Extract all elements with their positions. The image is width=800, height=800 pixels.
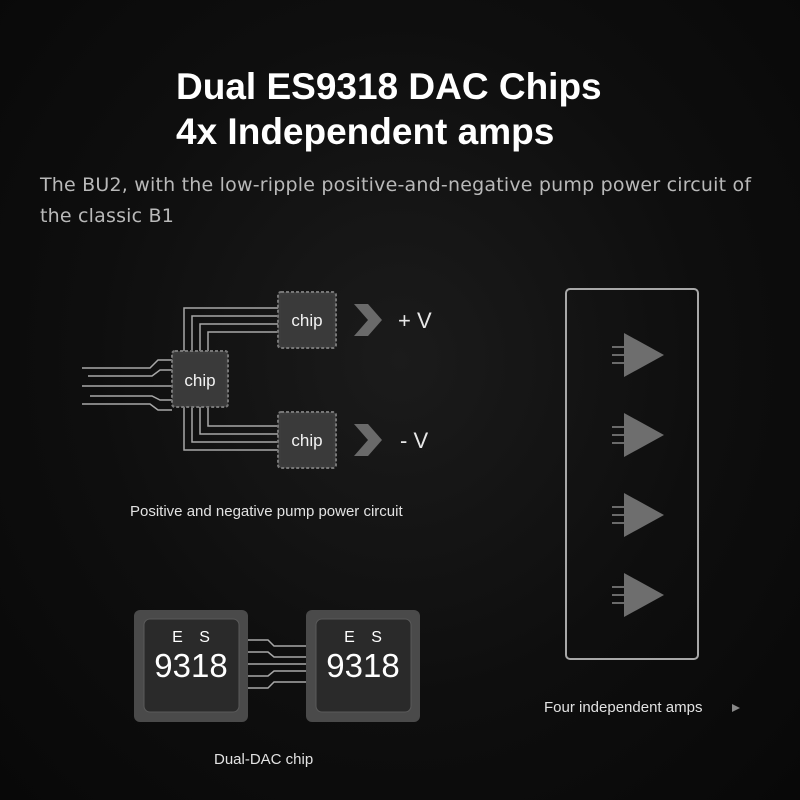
amplifier-icon [612, 333, 664, 377]
upper-traces [183, 307, 278, 352]
main-chip-label: chip [184, 371, 215, 390]
dac-chip-2-number: 9318 [326, 647, 399, 684]
amps-panel [565, 288, 699, 660]
negative-voltage-label: - V [400, 428, 428, 453]
amp-icons [612, 333, 664, 617]
positive-voltage-label: + V [398, 308, 432, 333]
dac-chip-2: E S 9318 [306, 610, 420, 722]
headline: Dual ES9318 DAC Chips 4x Independent amp… [176, 64, 602, 154]
pump-circuit-caption: Positive and negative pump power circuit [130, 503, 403, 520]
amplifier-icon [612, 493, 664, 537]
dac-interconnect [248, 639, 306, 689]
input-traces [82, 359, 172, 411]
dac-chip-2-brand: E S [344, 629, 388, 646]
dac-chip-1-brand: E S [172, 629, 216, 646]
amps-caption: Four independent amps [544, 699, 702, 716]
main-chip: chip [171, 350, 229, 408]
lower-traces [183, 406, 278, 451]
positive-arrow-icon [354, 304, 382, 336]
bottom-chip-label: chip [291, 431, 322, 450]
amplifier-icon [612, 413, 664, 457]
top-chip: chip [277, 291, 337, 349]
dac-chip-1: E S 9318 [134, 610, 248, 722]
headline-line-2: 4x Independent amps [176, 111, 555, 152]
subtitle: The BU2, with the low-ripple positive-an… [40, 174, 752, 227]
bottom-chip: chip [277, 411, 337, 469]
headline-line-1: Dual ES9318 DAC Chips [176, 66, 602, 107]
amplifier-icon [612, 573, 664, 617]
caption-arrow-icon [732, 704, 740, 712]
pump-power-circuit [82, 307, 278, 451]
dac-caption: Dual-DAC chip [214, 751, 313, 768]
dac-chip-1-number: 9318 [154, 647, 227, 684]
top-chip-label: chip [291, 311, 322, 330]
negative-arrow-icon [354, 424, 382, 456]
